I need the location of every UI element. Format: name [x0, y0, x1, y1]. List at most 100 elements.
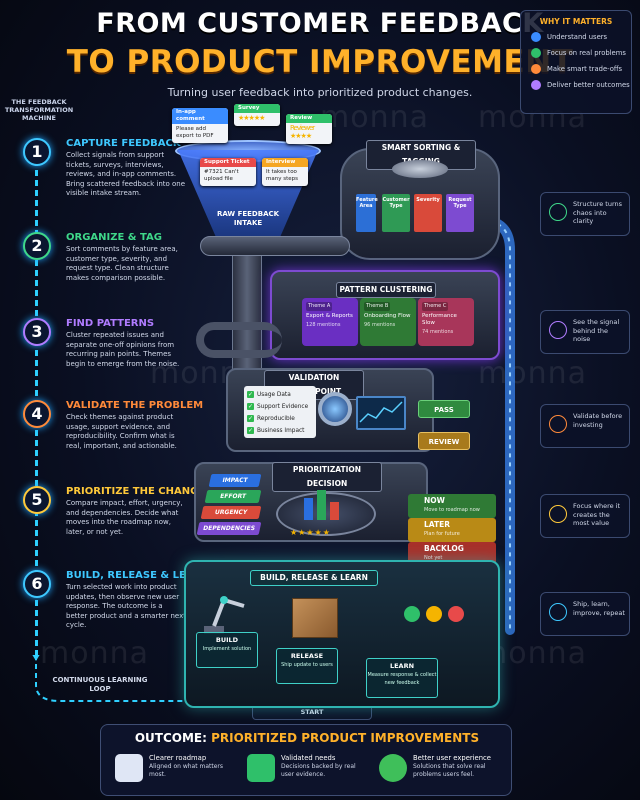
step-number: 2 — [23, 232, 51, 260]
side-note: Structure turns chaos into clarity — [540, 192, 630, 236]
why-title: WHY IT MATTERS — [539, 17, 613, 26]
stage-title: RELEASE — [290, 652, 324, 660]
cycle-icon — [549, 603, 567, 621]
outcome-item: Better user experience Solutions that so… — [373, 752, 503, 792]
step-number: 1 — [23, 138, 51, 166]
bar-icon — [304, 490, 339, 520]
side-note-label: Structure turns chaos into clarity — [573, 200, 623, 225]
step-description: Compare impact, effort, urgency, and dep… — [66, 499, 183, 536]
side-note: See the signal behind the noise — [540, 310, 630, 354]
card-header: Review — [286, 114, 332, 123]
decision-label: LATER — [424, 520, 451, 529]
outcome-item: Validated needs Decisions backed by real… — [241, 752, 371, 792]
step-title: CAPTURE FEEDBACK — [66, 138, 181, 149]
prioritization-label: PRIORITIZATION DECISION — [272, 462, 382, 492]
step-number: 4 — [23, 400, 51, 428]
side-note-label: See the signal behind the noise — [573, 318, 620, 343]
tag-icon — [549, 203, 567, 221]
side-note: Validate before investing — [540, 404, 630, 448]
network-icon — [549, 321, 567, 339]
build-label: BUILD, RELEASE & LEARN — [250, 570, 378, 586]
step-number: 6 — [23, 570, 51, 598]
why-item: Focus on real problems — [531, 48, 631, 58]
watermark: monna — [320, 100, 429, 135]
side-note-label: Ship, learn, improve, repeat — [573, 600, 625, 617]
why-item: Make smart trade-offs — [531, 64, 631, 74]
robot-arm-icon — [204, 596, 245, 634]
side-note: Focus where it creates the most value — [540, 494, 630, 538]
why-item-label: Deliver better outcomes — [547, 81, 630, 89]
decision-sub: Move to roadmap now — [424, 507, 480, 513]
theme-name: Onboarding Flow — [364, 313, 411, 319]
card-text: Please add export to PDF — [176, 126, 214, 139]
page-title-line1: FROM CUSTOMER FEEDBACK — [96, 8, 544, 39]
checklist-icon — [247, 754, 275, 782]
sorting-tag: Severity — [414, 194, 442, 232]
clustering-label: PATTERN CLUSTERING — [336, 282, 436, 298]
check-label: Usage Data — [257, 391, 291, 398]
review-indicator: REVIEW — [418, 432, 470, 450]
card-text: It takes too many steps — [266, 169, 298, 182]
conveyor — [200, 236, 350, 256]
side-note-label: Validate before investing — [573, 412, 623, 429]
check-icon: ✓ — [247, 391, 254, 398]
stage-sub: Measure response & collect new feedback — [367, 671, 437, 687]
step-description: Cluster repeated issues and separate one… — [66, 331, 180, 368]
machine-label: THE FEEDBACK TRANSFORMATION MACHINE — [4, 98, 74, 122]
loop-label: CONTINUOUS LEARNING LOOP — [52, 676, 148, 693]
pass-indicator: PASS — [418, 400, 470, 418]
decision-sub: Plan for future — [424, 531, 460, 537]
check-item: ✓Business Impact — [247, 425, 313, 436]
theme-tag: Theme A — [306, 302, 333, 311]
card-text: #7321 Can't upload file — [204, 169, 239, 182]
validation-checklist: ✓Usage Data ✓Support Evidence ✓Reproduci… — [244, 386, 316, 438]
stage-sub: Ship update to users — [281, 661, 333, 668]
outcome-item-title: Validated needs — [281, 754, 336, 762]
outcome-item: Clearer roadmap Aligned on what matters … — [109, 752, 239, 792]
reaction-faces-icon — [404, 606, 464, 622]
why-item: Understand users — [531, 32, 631, 42]
rating-stars-icon: ★★★★★ — [290, 528, 331, 537]
step-title: VALIDATE THE PROBLEM — [66, 400, 204, 411]
theme-tag: Theme B — [364, 302, 391, 311]
outcome-item-title: Clearer roadmap — [149, 754, 207, 762]
step-description: Collect signals from support tickets, su… — [66, 151, 186, 197]
check-label: Business Impact — [257, 427, 305, 434]
check-item: ✓Reproducible — [247, 413, 313, 424]
criteria-chip: DEPENDENCIES — [196, 522, 262, 535]
stage-title: LEARN — [389, 662, 415, 670]
monitor-screen — [356, 396, 406, 430]
sorting-tag: Request Type — [446, 194, 474, 232]
decision-label: BACKLOG — [424, 544, 464, 553]
check-icon: ✓ — [247, 403, 254, 410]
scale-icon — [549, 505, 567, 523]
feedback-card: Support Ticket#7321 Can't upload file — [200, 158, 256, 186]
criteria-chip: EFFORT — [204, 490, 262, 503]
step-number: 3 — [23, 318, 51, 346]
target-icon — [531, 48, 541, 58]
card-stars: Reviewer ★★★★ — [290, 124, 315, 140]
check-label: Reproducible — [257, 415, 295, 422]
feedback-card: Survey★★★★★ — [234, 104, 280, 126]
why-item-label: Make smart trade-offs — [547, 65, 623, 73]
why-it-matters-panel: WHY IT MATTERS Understand users Focus on… — [520, 10, 632, 114]
step-number: 5 — [23, 486, 51, 514]
step-title: BUILD, RELEASE & LEARN — [66, 570, 210, 581]
theme-name: Performance Slow — [422, 313, 457, 326]
why-item: Deliver better outcomes — [531, 80, 631, 90]
step-title: FIND PATTERNS — [66, 318, 155, 329]
check-item: ✓Support Evidence — [247, 401, 313, 412]
smiley-icon — [379, 754, 407, 782]
criteria-chip: IMPACT — [208, 474, 262, 487]
spiral-conveyor — [196, 322, 282, 358]
intake-pipe — [232, 236, 262, 386]
card-stars: ★★★★★ — [238, 114, 265, 122]
theme-name: Export & Reports — [306, 313, 353, 319]
outcome-title: OUTCOME: PRIORITIZED PRODUCT IMPROVEMENT… — [101, 731, 513, 745]
